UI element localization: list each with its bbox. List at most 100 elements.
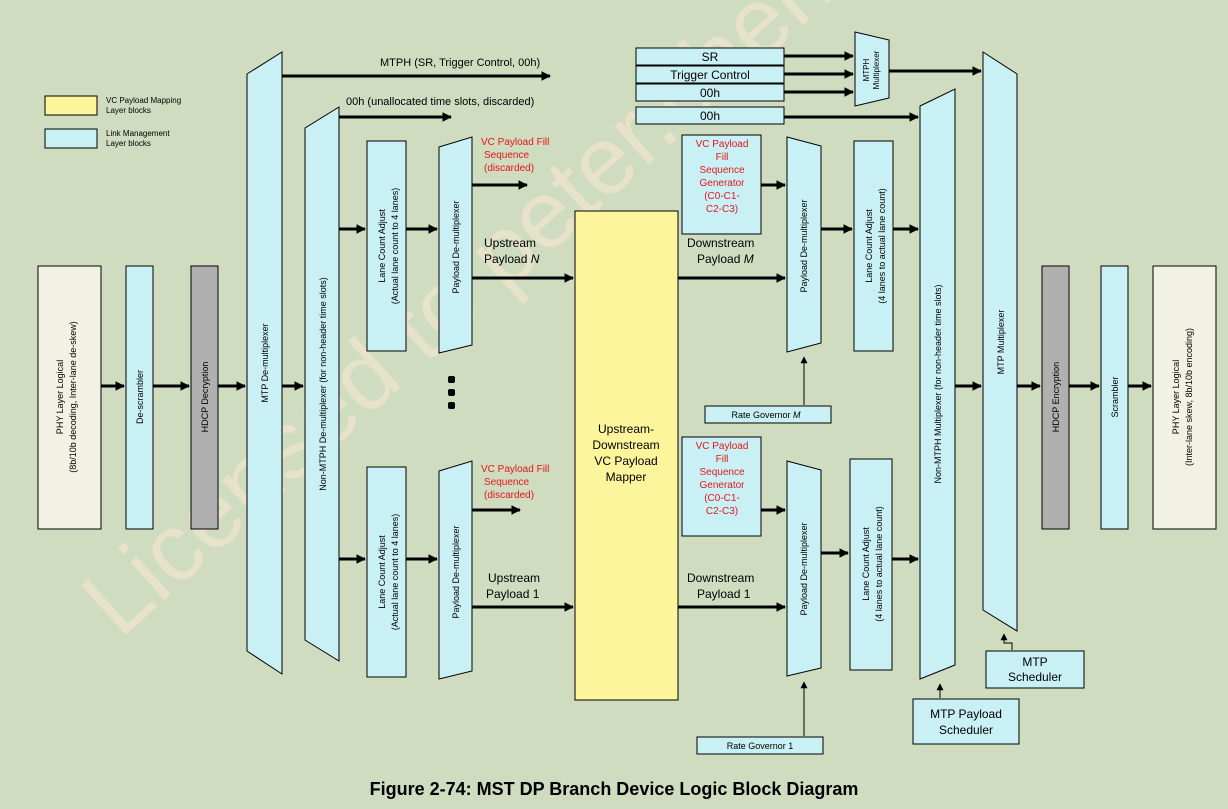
- gen-top-6: C2-C3): [706, 204, 738, 215]
- scrambler-block: [1100, 265, 1129, 530]
- non-mtph-mux-label: Non-MTPH Multiplexer (for non-header tim…: [933, 284, 943, 483]
- trigger-control-label: Trigger Control: [670, 68, 750, 82]
- rate-governor-1-label: Rate Governor 1: [727, 741, 794, 751]
- legend-vc-label-2: Layer blocks: [106, 106, 151, 115]
- payload-demux-in-bottom-label: Payload De-multiplexer: [451, 525, 461, 618]
- mtp-mux-block: [982, 51, 1018, 632]
- fill-discard-top-3: (discarded): [484, 163, 534, 174]
- rate-governor-m-label: Rate Governor M: [731, 410, 801, 420]
- top-signal-arrows: [282, 51, 982, 122]
- ellipsis-dots: [448, 376, 455, 409]
- mapper-label-3: VC Payload: [594, 454, 657, 468]
- fill-discard-bottom-1: VC Payload Fill: [481, 464, 549, 475]
- lane-adjust-out-top-block: [853, 140, 894, 352]
- fill-sequence-generator-top: [681, 134, 762, 235]
- legend-lm-label-2: Layer blocks: [106, 139, 151, 148]
- payload-demux-in-bottom-block: [438, 460, 473, 680]
- phy-tx-sublabel: (Inter-lane skew, 8b/10b encoding): [1184, 328, 1194, 466]
- downstream-1-label-2: Payload 1: [697, 587, 751, 601]
- lane-adjust-in-bottom-block: [366, 466, 407, 678]
- fill-discard-top-1: VC Payload Fill: [481, 137, 549, 148]
- mtph-mux-label: MTPH: [862, 58, 871, 81]
- figure-caption: Figure 2-74: MST DP Branch Device Logic …: [370, 779, 859, 799]
- mtp-payload-scheduler-label-1: MTP Payload: [930, 707, 1002, 721]
- rate-governor-1-box: [696, 736, 824, 755]
- payload-demux-in-top-block: [438, 136, 473, 354]
- legend-vc-swatch: [44, 95, 98, 116]
- gen-bottom-3: Sequence: [699, 467, 744, 478]
- mtph-mux-label-2: Multiplexer: [872, 50, 881, 89]
- mtp-demux-label: MTP De-multiplexer: [260, 323, 270, 402]
- downstream-m-label-1: Downstream: [687, 236, 754, 250]
- mapper-label-4: Mapper: [606, 470, 647, 484]
- mtph-mux-block: [854, 31, 890, 107]
- gen-bottom-1: VC Payload: [696, 441, 749, 452]
- lane-adjust-in-bottom-label: Lane Count Adjust: [377, 535, 387, 609]
- lane-adjust-out-bottom-sublabel: (4 lanes to actual lane count): [874, 506, 884, 622]
- hdcp-decryption-label: HDCP Decryption: [200, 362, 210, 433]
- upstream-1-label-2: Payload 1: [486, 587, 540, 601]
- phy-tx-label: PHY Layer Logical: [1171, 360, 1181, 434]
- lane-adjust-out-top-label: Lane Count Adjust: [864, 209, 874, 283]
- gen-top-3: Sequence: [699, 165, 744, 176]
- mtph-top-label: MTPH (SR, Trigger Control, 00h): [380, 57, 540, 69]
- payload-demux-out-top-block: [786, 136, 822, 353]
- mapper-label-1: Upstream-: [598, 422, 654, 436]
- mtp-scheduler-label-2: Scheduler: [1008, 670, 1062, 684]
- lane-adjust-out-bottom-label: Lane Count Adjust: [861, 527, 871, 601]
- lane-adjust-in-top-label: Lane Count Adjust: [377, 209, 387, 283]
- gen-bottom-6: C2-C3): [706, 506, 738, 517]
- gen-bottom-5: (C0-C1-: [704, 493, 740, 504]
- mtp-payload-scheduler-box: [912, 698, 1020, 745]
- legend-lm-swatch: [44, 128, 98, 149]
- gen-bottom-4: Generator: [699, 480, 745, 491]
- lane-adjust-in-top-sublabel: (Actual lane count to 4 lanes): [390, 188, 400, 305]
- descrambler-block: [125, 265, 154, 530]
- lane-adjust-in-bottom-sublabel: (Actual lane count to 4 lanes): [390, 514, 400, 631]
- mtp-payload-scheduler-label-2: Scheduler: [939, 723, 993, 737]
- legend-lm-label: Link Management: [106, 129, 170, 138]
- upstream-n-label-2: Payload N: [484, 252, 540, 266]
- payload-demux-out-bottom-block: [786, 460, 822, 677]
- mtp-scheduler-label-1: MTP: [1022, 655, 1047, 669]
- hdcp-decryption-block: [190, 265, 219, 530]
- payload-demux-out-top-label: Payload De-multiplexer: [799, 199, 809, 292]
- hdcp-encryption-block: [1041, 265, 1070, 530]
- gen-top-5: (C0-C1-: [704, 191, 740, 202]
- phy-rx-label: PHY Layer Logical: [55, 360, 65, 434]
- fill-sequence-generator-bottom: [681, 436, 762, 537]
- mtp-mux-label: MTP Multiplexer: [996, 310, 1006, 375]
- legend: VC Payload Mapping Layer blocks Link Man…: [44, 95, 181, 149]
- rate-governor-m-box: [704, 405, 832, 424]
- sr-label: SR: [702, 50, 719, 64]
- upstream-n-label-1: Upstream: [484, 236, 536, 250]
- vc-payload-mapper-block: [574, 210, 679, 701]
- mtp-demux-block: [246, 51, 283, 675]
- fill-discard-bottom-2: Sequence: [484, 477, 529, 488]
- gen-top-2: Fill: [716, 152, 729, 163]
- fill-discard-bottom-3: (discarded): [484, 490, 534, 501]
- gen-top-4: Generator: [699, 178, 745, 189]
- zero-h-label-1: 00h: [700, 86, 720, 100]
- legend-vc-label: VC Payload Mapping: [106, 96, 181, 105]
- descrambler-label: De-scrambler: [135, 370, 145, 424]
- non-mtph-mux-block: [919, 88, 956, 680]
- zero-h-label-2: 00h: [700, 109, 720, 123]
- non-mtph-demux-block: [304, 106, 340, 662]
- lane-adjust-out-top-sublabel: (4 lanes to actual lane count): [877, 188, 887, 304]
- phy-layer-tx-block: [1152, 265, 1217, 530]
- payload-demux-out-bottom-label: Payload De-multiplexer: [799, 522, 809, 615]
- phy-rx-sublabel: (8b/10b decoding, Inter-lane de-skew): [68, 321, 78, 473]
- mtp-scheduler-box: [985, 650, 1085, 689]
- upstream-1-label-1: Upstream: [488, 571, 540, 585]
- lane-path-arrows: [339, 180, 919, 612]
- fill-discard-top-2: Sequence: [484, 150, 529, 161]
- control-arrows: [800, 356, 1013, 736]
- downstream-m-label-2: Payload M: [697, 252, 754, 266]
- scrambler-label: Scrambler: [1110, 376, 1120, 417]
- phy-layer-rx-block: [37, 265, 102, 530]
- non-mtph-demux-label: Non-MTPH De-multiplexer (for non-header …: [318, 277, 328, 491]
- downstream-1-label-1: Downstream: [687, 571, 754, 585]
- payload-demux-in-top-label: Payload De-multiplexer: [451, 200, 461, 293]
